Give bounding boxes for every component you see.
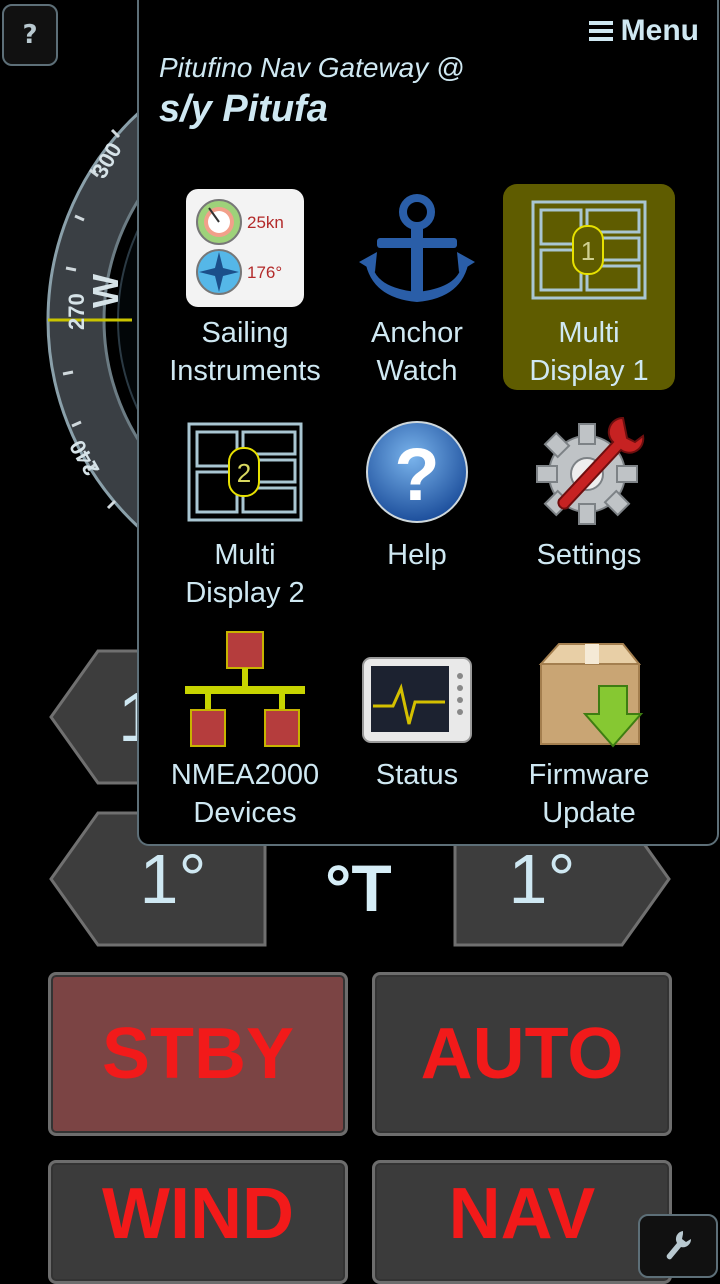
help-icon: ? — [366, 421, 468, 523]
multi-display-icon: 2 — [187, 422, 303, 522]
label-line-1: Multi — [214, 539, 276, 571]
auto-label: AUTO — [420, 1014, 624, 1094]
menu-item-multi-display-1[interactable]: 1 Multi Display 1 — [503, 184, 675, 390]
menu-item-label: Settings — [493, 536, 685, 574]
menu-item-settings[interactable]: Settings — [503, 406, 675, 612]
menu-item-sailing-instruments[interactable]: 25kn 176° Sailing Instruments — [159, 184, 331, 390]
status-monitor-icon — [362, 657, 472, 743]
label-line-1: Anchor — [371, 317, 463, 349]
label-line-2: Devices — [193, 797, 297, 829]
hamburger-icon — [588, 21, 613, 41]
wind-button[interactable]: WIND — [48, 1160, 348, 1284]
nav-button[interactable]: NAV — [372, 1160, 672, 1284]
help-corner-label: ? — [22, 20, 38, 50]
label-line-1: Sailing — [201, 317, 289, 349]
settings-icon — [536, 416, 645, 525]
decrease-1-label: 1° — [139, 840, 207, 918]
menu-item-firmware-update[interactable]: Firmware Update — [503, 626, 675, 832]
menu-item-help[interactable]: ? Help — [331, 406, 503, 612]
label-line-2: Watch — [376, 355, 458, 387]
label-line-1: NMEA2000 — [170, 759, 320, 791]
display-badge: 2 — [237, 458, 251, 488]
menu-item-label: Anchor Watch — [321, 314, 513, 390]
firmware-package-icon — [538, 643, 644, 748]
menu-item-label: Help — [321, 536, 513, 574]
menu-button-label: Menu — [620, 14, 699, 47]
menu-button[interactable]: Menu — [588, 14, 699, 48]
menu-item-nmea2000-devices[interactable]: NMEA2000 Devices — [159, 626, 331, 832]
boat-name: s/y Pitufa — [159, 88, 328, 130]
wind-label: WIND — [102, 1174, 294, 1254]
label-line-2: Display 2 — [185, 577, 305, 609]
label-line-2: Update — [542, 797, 636, 829]
compass-tick-270: 270 — [64, 293, 89, 330]
increase-1-label: 1° — [508, 840, 576, 918]
menu-item-label: NMEA2000 Devices — [149, 756, 341, 832]
heading-unit: °T — [325, 851, 392, 925]
decrease-1-button[interactable]: 1° — [48, 810, 268, 948]
tools-corner-button[interactable] — [638, 1214, 718, 1278]
compass-cardinal-w: W — [85, 274, 126, 308]
nav-label: NAV — [448, 1174, 596, 1254]
network-icon — [185, 631, 305, 747]
menu-item-status[interactable]: Status — [331, 626, 503, 832]
stby-label: STBY — [101, 1014, 295, 1094]
menu-item-label: Status — [321, 756, 513, 794]
sailing-instruments-icon: 25kn 176° — [186, 189, 304, 307]
label-line-1: Settings — [536, 539, 642, 571]
gateway-title: Pitufino Nav Gateway @ — [159, 52, 465, 83]
menu-item-label: Multi Display 2 — [149, 536, 341, 612]
auto-button[interactable]: AUTO — [372, 972, 672, 1136]
label-line-1: Status — [375, 759, 459, 791]
stby-button[interactable]: STBY — [48, 972, 348, 1136]
increase-1-button[interactable]: 1° — [452, 810, 672, 948]
help-glyph: ? — [394, 433, 439, 516]
label-line-2: Instruments — [169, 355, 321, 387]
label-line-1: Multi — [558, 317, 620, 349]
multi-display-icon: 1 — [531, 200, 647, 300]
menu-item-anchor-watch[interactable]: Anchor Watch — [331, 184, 503, 390]
wrench-icon — [666, 1231, 692, 1260]
display-badge: 1 — [581, 236, 595, 266]
label-line-1: Help — [387, 539, 447, 571]
label-line-1: Firmware — [528, 759, 650, 791]
menu-item-label: Multi Display 1 — [493, 314, 685, 390]
instrument-heading: 176° — [247, 263, 282, 282]
help-corner-button[interactable]: ? — [2, 4, 58, 66]
menu-item-multi-display-2[interactable]: 2 Multi Display 2 — [159, 406, 331, 612]
menu-panel: Menu Pitufino Nav Gateway @ s/y Pitufa 2… — [137, 0, 719, 846]
menu-item-label: Firmware Update — [493, 756, 685, 832]
menu-item-label: Sailing Instruments — [149, 314, 341, 390]
instrument-speed: 25kn — [247, 213, 284, 232]
anchor-icon — [359, 194, 475, 302]
label-line-2: Display 1 — [529, 355, 649, 387]
